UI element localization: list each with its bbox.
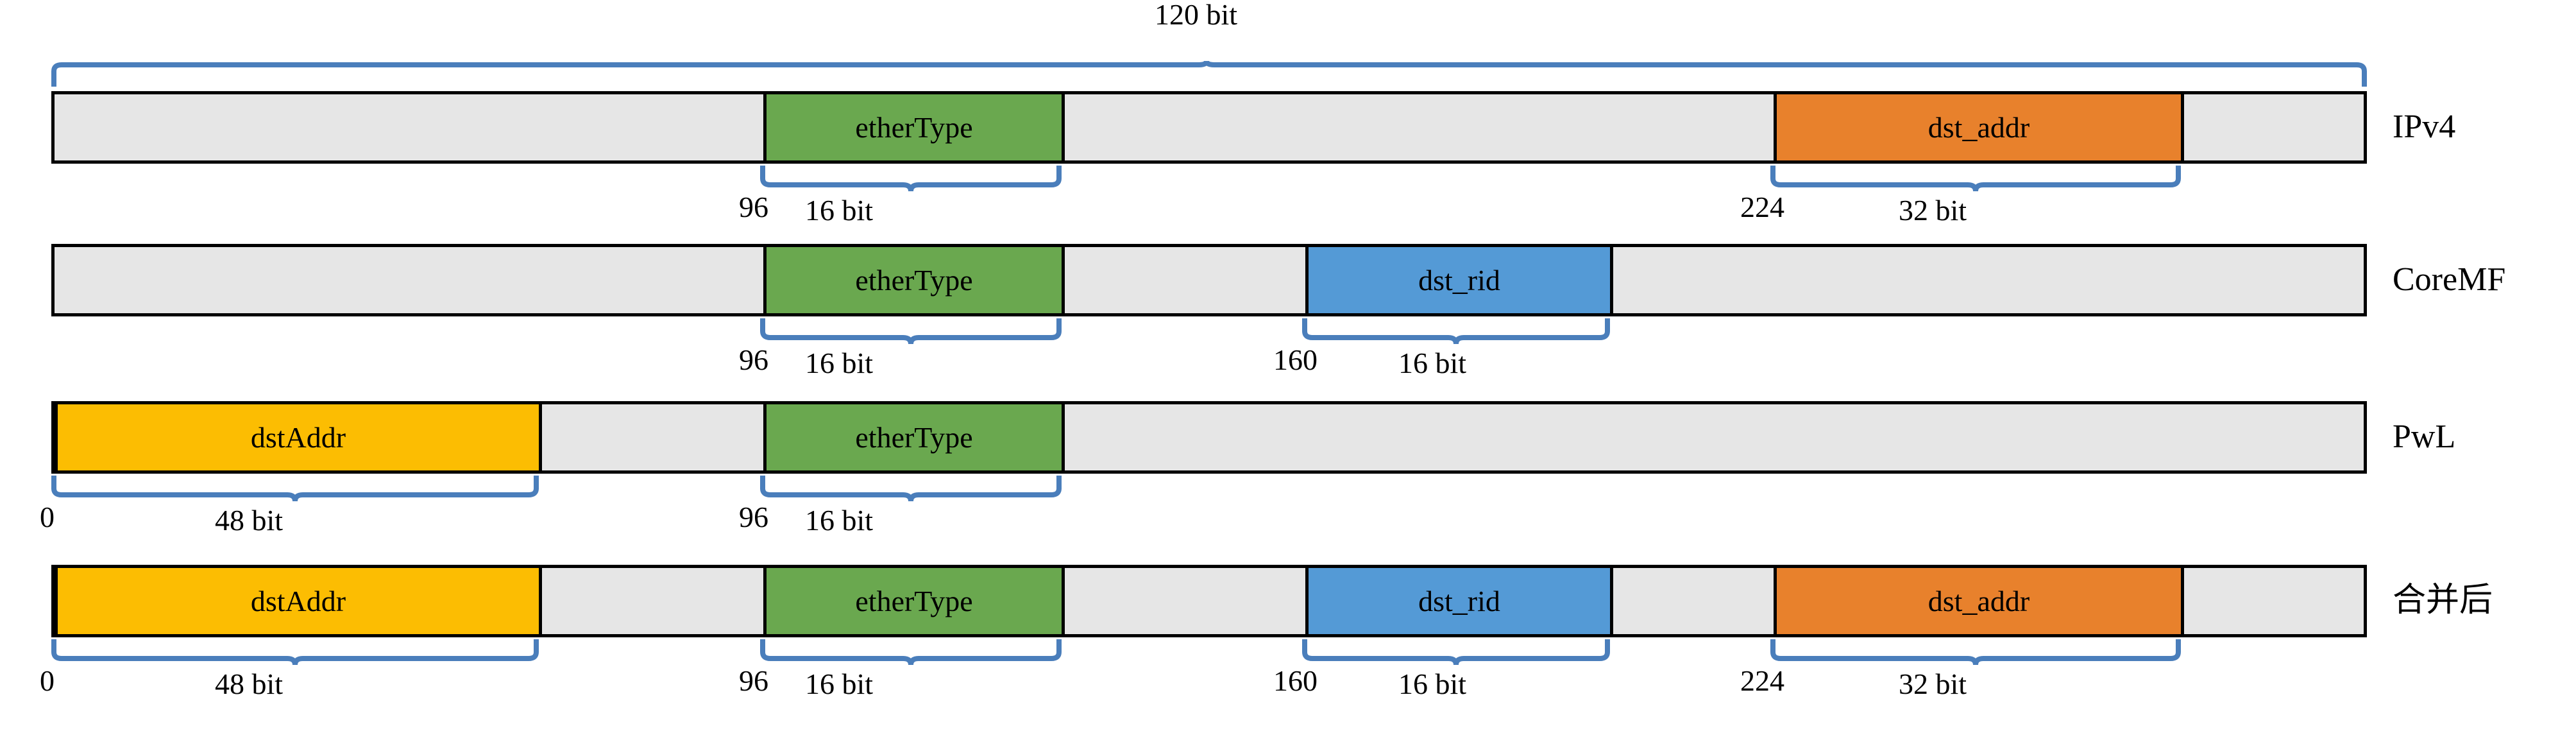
brace-ipv4-dst-addr [1770,166,2181,192]
width-merged-dst-addr: 32 bit [1899,667,1967,700]
brace-merged-ethertype [760,639,1062,666]
width-merged-dst-rid: 16 bit [1398,667,1467,700]
row-label-ipv4: IPv4 [2393,108,2456,145]
field-dst-rid[interactable]: dst_rid [1305,247,1613,313]
offset-merged-dst-rid: 160 [1273,664,1318,697]
offset-pwl-dstaddr: 0 [40,501,55,533]
offset-coremf-dst-rid: 160 [1273,343,1318,376]
row-label-merged: 合并后 [2393,582,2493,619]
width-coremf-ethertype: 16 bit [805,347,874,379]
brace-pwl-dstaddr [51,476,539,502]
packet-row-coremf: etherType dst_rid [51,244,2367,316]
field-dstaddr[interactable]: dstAddr [55,404,542,470]
brace-coremf-ethertype [760,318,1062,345]
field-dst-addr[interactable]: dst_addr [1774,94,2184,160]
brace-merged-dstaddr [51,639,539,666]
top-span-brace [51,60,2367,87]
field-ethertype[interactable]: etherType [763,404,1065,470]
brace-ipv4-ethertype [760,166,1062,192]
offset-merged-ethertype: 96 [739,664,768,697]
offset-pwl-ethertype: 96 [739,501,768,533]
packet-row-pwl: dstAddr etherType [51,401,2367,474]
field-ethertype[interactable]: etherType [763,247,1065,313]
offset-merged-dst-addr: 224 [1740,664,1784,697]
offset-merged-dstaddr: 0 [40,664,55,697]
row-label-coremf: CoreMF [2393,261,2506,298]
offset-ipv4-dst-addr: 224 [1740,191,1784,223]
width-merged-ethertype: 16 bit [805,667,874,700]
row-label-pwl: PwL [2393,418,2456,455]
offset-coremf-ethertype: 96 [739,343,768,376]
packet-row-merged: dstAddr etherType dst_rid dst_addr [51,565,2367,637]
width-ipv4-dst-addr: 32 bit [1899,194,1967,227]
brace-merged-dst-addr [1770,639,2181,666]
brace-pwl-ethertype [760,476,1062,502]
brace-coremf-dst-rid [1302,318,1610,345]
width-ipv4-ethertype: 16 bit [805,194,874,227]
field-ethertype[interactable]: etherType [763,94,1065,160]
field-dst-rid[interactable]: dst_rid [1305,568,1613,634]
field-ethertype[interactable]: etherType [763,568,1065,634]
width-pwl-dstaddr: 48 bit [215,504,284,537]
width-merged-dstaddr: 48 bit [215,667,284,700]
packet-row-ipv4: etherType dst_addr [51,91,2367,164]
field-dstaddr[interactable]: dstAddr [55,568,542,634]
offset-ipv4-ethertype: 96 [739,191,768,223]
field-dst-addr[interactable]: dst_addr [1774,568,2184,634]
width-coremf-dst-rid: 16 bit [1398,347,1467,379]
brace-merged-dst-rid [1302,639,1610,666]
top-span-label: 120 bit [1155,0,1238,31]
width-pwl-ethertype: 16 bit [805,504,874,537]
